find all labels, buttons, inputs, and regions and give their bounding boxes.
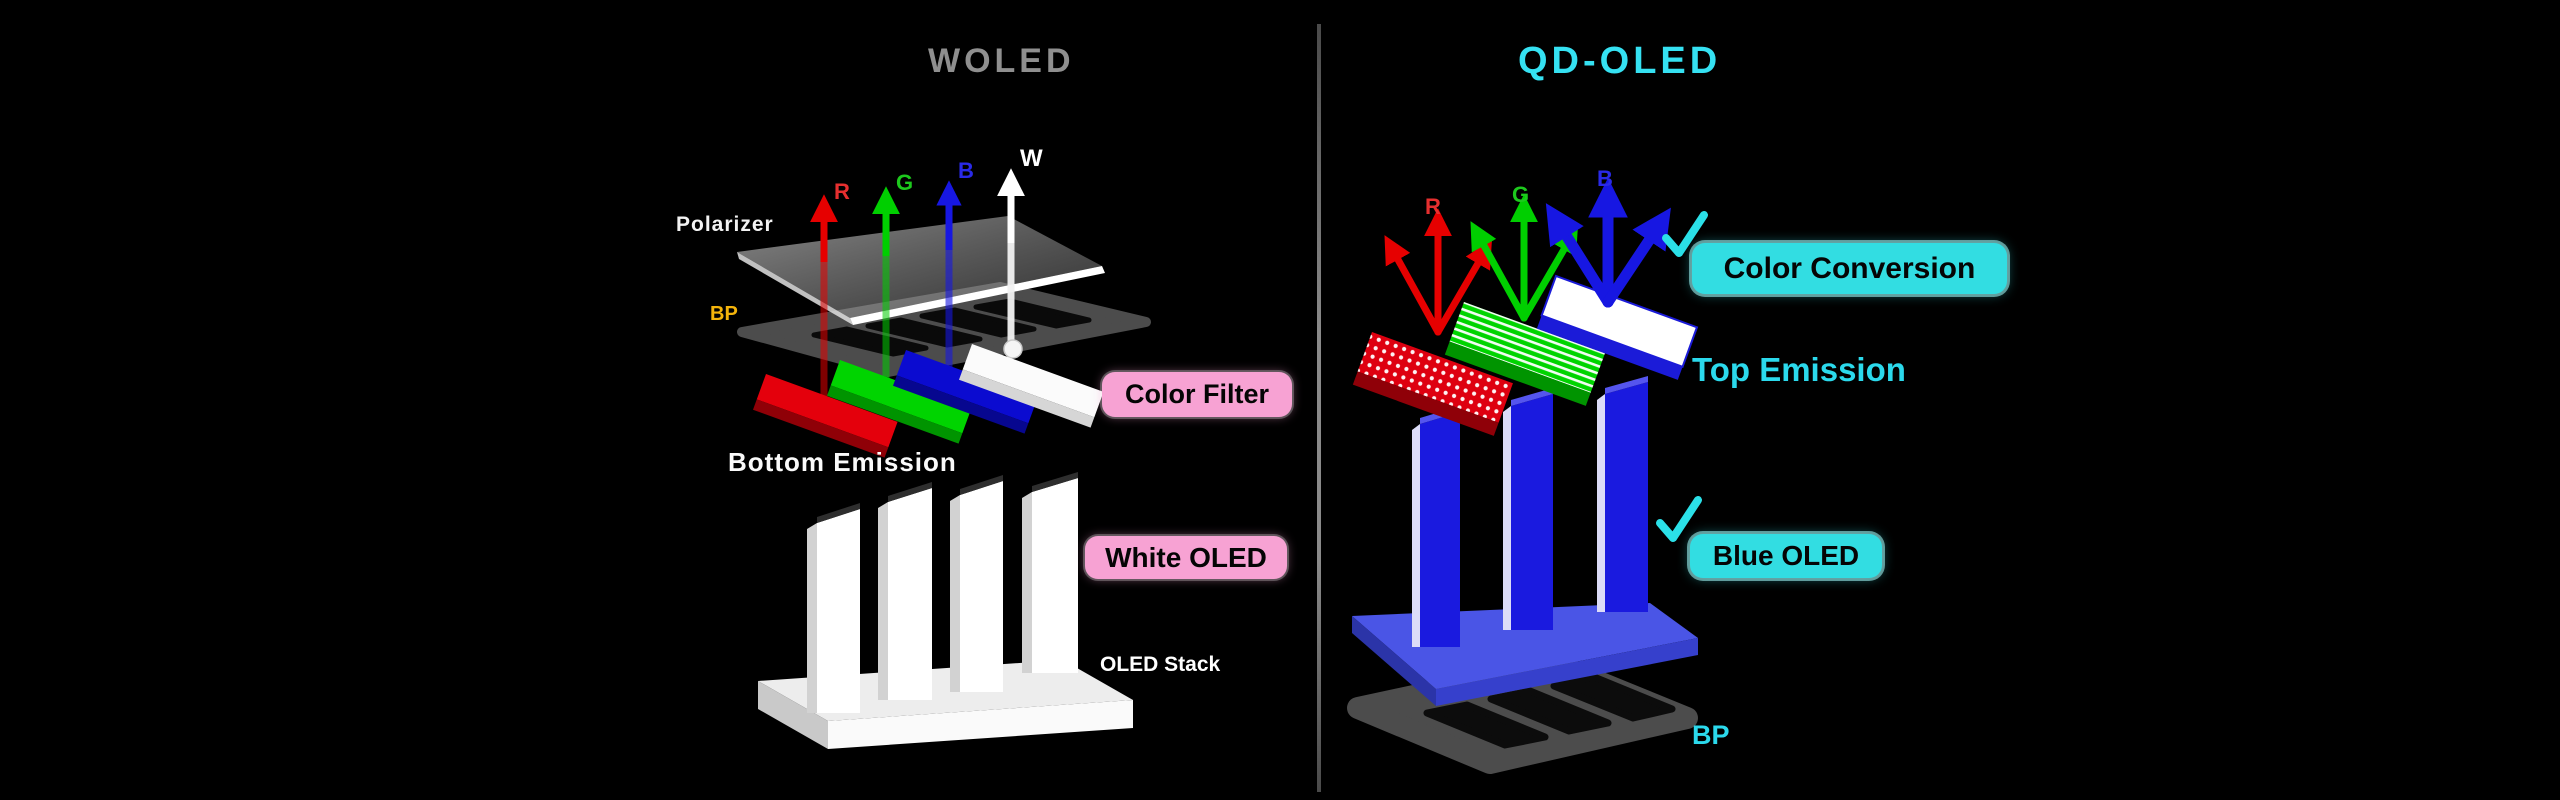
color-conversion-text: Color Conversion bbox=[1723, 251, 1976, 285]
green-fan bbox=[1470, 194, 1578, 322]
color-filter-pill: Color Filter bbox=[1102, 372, 1292, 417]
white-filter bbox=[959, 344, 1104, 428]
blue-fan bbox=[1545, 177, 1671, 308]
ray-letter-b: B bbox=[958, 158, 974, 183]
woled-structure bbox=[737, 168, 1151, 749]
blue-filter bbox=[893, 350, 1038, 434]
panel-divider bbox=[1317, 24, 1321, 792]
white-pillar bbox=[950, 475, 1003, 692]
qdoled-structure bbox=[1347, 177, 1708, 774]
ray-letter-g-right: G bbox=[1512, 182, 1530, 207]
red-qd-layer bbox=[1352, 332, 1513, 436]
white-pillar bbox=[807, 503, 860, 713]
ray-letter-g: G bbox=[896, 170, 914, 195]
blue-qd-layer bbox=[1536, 274, 1699, 380]
red-filter bbox=[753, 374, 898, 458]
ray-letter-b-right: B bbox=[1597, 166, 1613, 191]
white-knob bbox=[1003, 339, 1023, 359]
blue-oled-pill: Blue OLED bbox=[1690, 534, 1882, 578]
ray-letter-r-right: R bbox=[1425, 194, 1441, 219]
blue-pillar bbox=[1597, 376, 1648, 612]
white-oled-pillars bbox=[807, 472, 1078, 713]
green-qd-layer bbox=[1444, 301, 1605, 406]
green-filter bbox=[827, 359, 972, 444]
oled-stack-label: OLED Stack bbox=[1100, 653, 1221, 676]
woled-title: WOLED bbox=[928, 42, 1075, 80]
bp-label-right: BP bbox=[1692, 720, 1730, 750]
white-oled-pill: White OLED bbox=[1085, 536, 1287, 579]
color-filter-bars bbox=[753, 344, 1104, 458]
qdoled-emission-arrows bbox=[1384, 177, 1671, 336]
white-oled-text: White OLED bbox=[1105, 541, 1267, 573]
color-conversion-pill: Color Conversion bbox=[1692, 243, 2007, 294]
blue-oled-text: Blue OLED bbox=[1712, 540, 1860, 571]
bottom-emission-label: Bottom Emission bbox=[728, 447, 957, 477]
checkmark-icon bbox=[1662, 211, 1708, 257]
top-emission-label: Top Emission bbox=[1692, 351, 1906, 388]
blue-oled-pillars bbox=[1412, 376, 1648, 647]
qdoled-title: QD-OLED bbox=[1518, 40, 1722, 82]
blue-pillar bbox=[1412, 406, 1460, 647]
qd-layers bbox=[1352, 274, 1699, 436]
white-pillar bbox=[878, 482, 932, 700]
color-filter-text: Color Filter bbox=[1124, 379, 1269, 409]
polarizer-label: Polarizer bbox=[676, 213, 774, 236]
woled-emission-arrows bbox=[810, 168, 1025, 415]
white-pillar bbox=[1022, 472, 1078, 673]
bp-label-left: BP bbox=[710, 303, 738, 325]
ray-letter-w: W bbox=[1020, 145, 1043, 172]
ray-letter-r: R bbox=[834, 179, 850, 204]
blue-pillar bbox=[1503, 388, 1553, 630]
checkmark-icon bbox=[1656, 496, 1702, 542]
red-fan bbox=[1384, 208, 1492, 336]
